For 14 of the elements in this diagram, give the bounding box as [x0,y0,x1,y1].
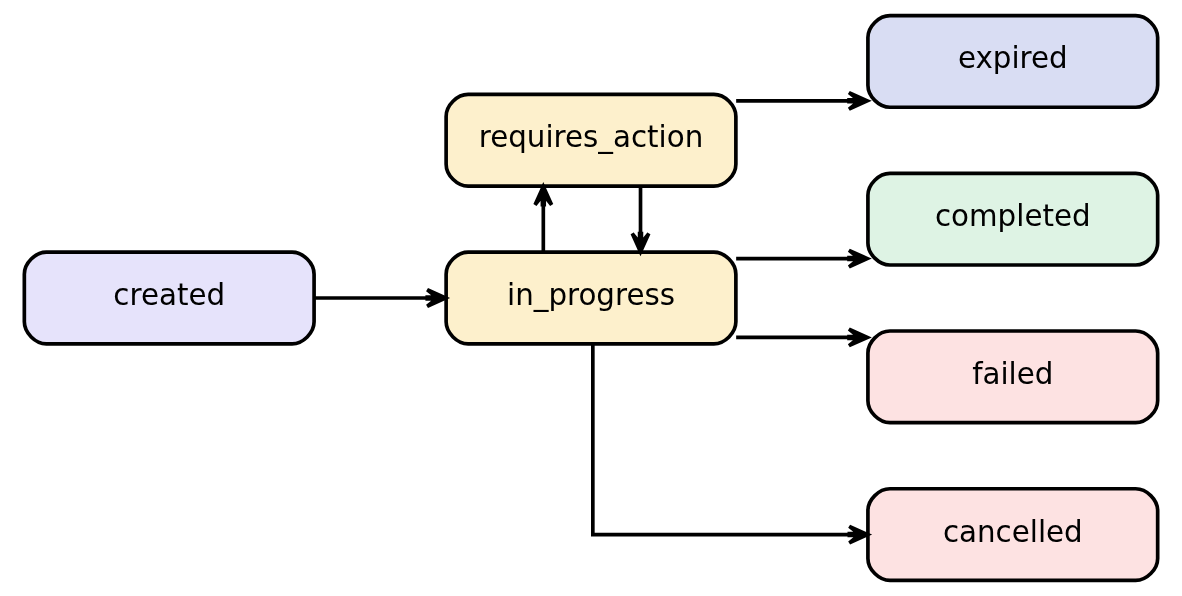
arrow [533,184,554,252]
node-box: requires_action [444,92,738,188]
node-box: in_progress [444,250,738,346]
arrow [630,186,651,254]
node-box: created [22,250,316,346]
arrow [736,90,870,111]
node-box: completed [866,171,1160,267]
node-box: expired [866,13,1160,110]
node-box: failed [866,329,1160,425]
arrow [591,344,870,545]
arrow [314,287,448,309]
node-box: cancelled [866,486,1160,583]
arrow [736,248,870,269]
arrow [736,327,870,348]
